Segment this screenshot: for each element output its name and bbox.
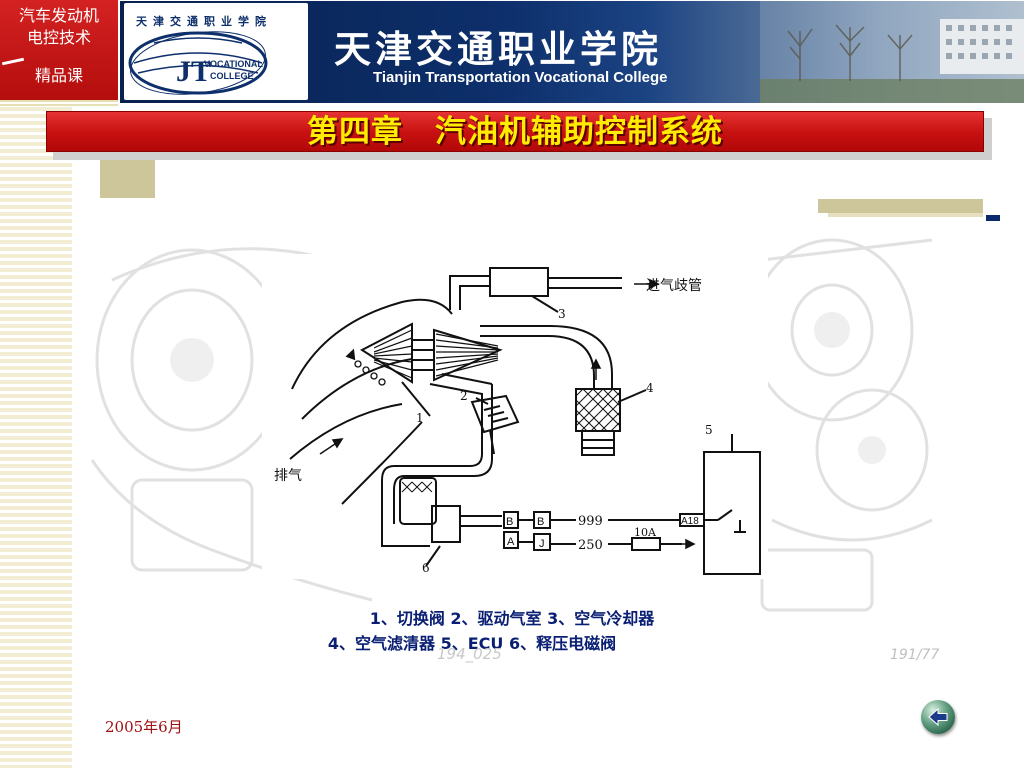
decorative-tan-strip xyxy=(818,199,983,213)
figure-code: 194_025 xyxy=(437,645,502,663)
connector-right-b: B xyxy=(537,516,544,528)
college-logo: JT VOCATIONAL COLLEGE 天津交通职业学院 xyxy=(124,3,308,100)
badge-line-1: 汽车发动机 xyxy=(18,6,99,25)
badge-stroke-decoration xyxy=(1,57,25,66)
campus-photo xyxy=(760,1,1024,103)
chapter-title-bar: 第四章 汽油机辅助控制系统 xyxy=(46,111,984,152)
back-button[interactable] xyxy=(921,700,955,734)
wire-250: 250 xyxy=(578,538,603,553)
callout-5: 5 xyxy=(705,423,713,437)
connector-right-j: J xyxy=(539,538,545,550)
figure-page-ref: 191/77 xyxy=(890,647,940,663)
slide-date: 2005年6月 xyxy=(105,718,183,736)
badge-line-3: 精品课 xyxy=(34,66,83,85)
badge-line-2: 电控技术 xyxy=(26,28,91,47)
callout-6: 6 xyxy=(422,561,430,575)
chapter-title: 第四章 汽油机辅助控制系统 xyxy=(307,114,723,150)
logo-text-college: COLLEGE xyxy=(210,71,254,81)
college-name-cn: 天津交通职业学院 xyxy=(334,28,662,71)
ecu-pin-a18: A18 xyxy=(681,516,699,527)
diagram-caption-line-2: 4、空气滤清器 5、ECU 6、释压电磁阀 xyxy=(327,634,617,653)
decorative-tan-strip-2 xyxy=(828,213,983,217)
label-intake-manifold: 进气歧管 xyxy=(646,278,702,294)
connector-left-b: B xyxy=(506,516,513,528)
logo-text-cn: 天津交通职业学院 xyxy=(136,14,272,28)
callout-4: 4 xyxy=(646,381,654,395)
diagram-caption-line-1: 1、切换阀 2、驱动气室 3、空气冷却器 xyxy=(369,609,655,628)
header-banner: JT VOCATIONAL COLLEGE 天津交通职业学院 天津交通职业学院 … xyxy=(118,0,1024,103)
turbo-control-diagram: 进气歧管 排气 1 2 3 4 5 6 B A B J 999 250 10A … xyxy=(262,254,768,579)
connector-left-a: A xyxy=(507,536,515,548)
course-badge: 汽车发动机 电控技术 精品课 xyxy=(0,0,118,100)
callout-2: 2 xyxy=(460,389,468,403)
label-exhaust: 排气 xyxy=(274,468,302,484)
fuse-10a: 10A xyxy=(634,526,657,539)
wire-999: 999 xyxy=(578,514,603,529)
callout-3: 3 xyxy=(558,307,566,321)
college-name-en: Tianjin Transportation Vocational Colleg… xyxy=(373,69,668,86)
logo-text-vocational: VOCATIONAL xyxy=(204,59,263,69)
decorative-stripes xyxy=(0,100,72,768)
back-arrow-icon xyxy=(928,707,948,727)
decorative-blue-dash xyxy=(986,215,1000,221)
logo-mark-text: JT xyxy=(176,55,211,88)
callout-1: 1 xyxy=(416,411,424,425)
college-logo-icon: JT VOCATIONAL COLLEGE 天津交通职业学院 xyxy=(128,14,272,95)
